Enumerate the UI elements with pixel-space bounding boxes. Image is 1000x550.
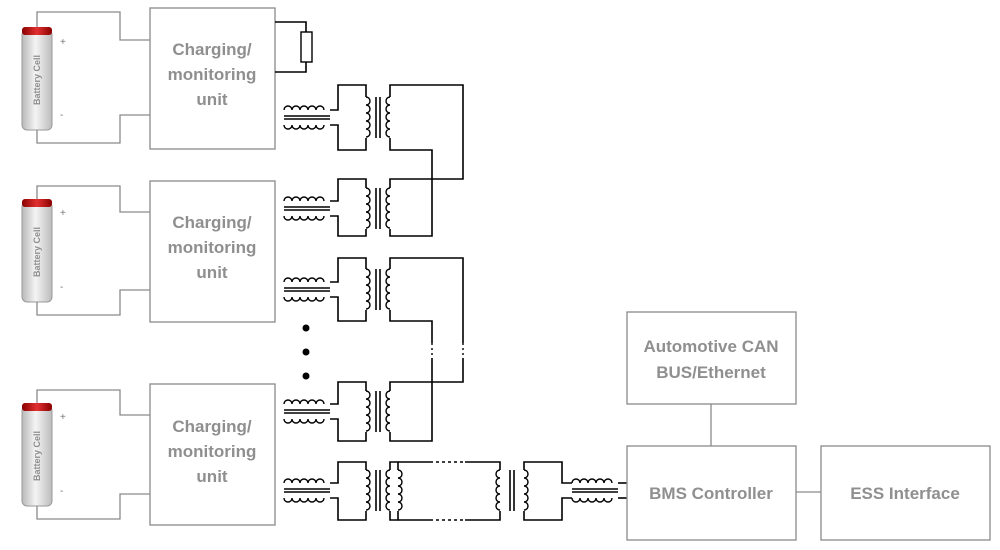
isolation-channel-4 xyxy=(283,358,464,442)
isolation-channel-2 xyxy=(283,178,391,237)
minus-terminal-label: - xyxy=(60,486,63,497)
unit-label-line3: unit xyxy=(196,263,227,282)
cell-2-positive-wire xyxy=(36,185,150,213)
cell-3-positive-wire xyxy=(36,389,150,416)
unit-label-line3: unit xyxy=(196,467,227,486)
bms-controller-label: BMS Controller xyxy=(649,484,773,503)
charging-unit-3 xyxy=(149,383,276,526)
can-bus-label-line2: BUS/Ethernet xyxy=(656,363,766,382)
charging-unit-2 xyxy=(149,180,276,323)
isolation-channel-5 xyxy=(283,461,391,521)
unit-label-line1: Charging/ xyxy=(172,40,252,59)
chain-gap-marks xyxy=(431,343,464,358)
minus-terminal-label: - xyxy=(60,282,63,293)
cell-1-positive-wire xyxy=(36,11,150,41)
daisy-chain-link xyxy=(389,461,627,521)
bms-controller-block xyxy=(626,445,797,541)
battery-cell-1: Battery Cell xyxy=(21,27,53,131)
continuation-dots xyxy=(302,324,310,380)
cell-1-negative-wire xyxy=(36,114,150,144)
unit-label-line1: Charging/ xyxy=(172,417,252,436)
unit-label-line2: monitoring xyxy=(168,238,257,257)
can-bus-label-line1: Automotive CAN xyxy=(643,337,778,356)
charging-unit-1 xyxy=(149,7,276,150)
unit-label-line3: unit xyxy=(196,90,227,109)
ess-interface-label: ESS Interface xyxy=(850,484,960,503)
balancing-resistor xyxy=(275,21,313,73)
unit-label-line2: monitoring xyxy=(168,442,257,461)
plus-terminal-label: + xyxy=(60,37,66,48)
cell-2-negative-wire xyxy=(36,289,150,316)
isolation-channel-1 xyxy=(283,84,464,237)
unit-label-line2: monitoring xyxy=(168,65,257,84)
unit-label-line1: Charging/ xyxy=(172,213,252,232)
can-bus-block xyxy=(626,311,797,405)
cell-3-negative-wire xyxy=(36,493,150,520)
battery-cell-label: Battery Cell xyxy=(32,55,42,105)
battery-cell-3: Battery Cell xyxy=(21,403,53,507)
plus-terminal-label: + xyxy=(60,412,66,423)
isolation-channel-3 xyxy=(283,257,464,343)
battery-cell-2: Battery Cell xyxy=(21,199,53,303)
minus-terminal-label: - xyxy=(60,110,63,121)
battery-cell-label: Battery Cell xyxy=(32,227,42,277)
plus-terminal-label: + xyxy=(60,208,66,219)
battery-cell-label: Battery Cell xyxy=(32,431,42,481)
ess-interface-block xyxy=(820,445,991,541)
